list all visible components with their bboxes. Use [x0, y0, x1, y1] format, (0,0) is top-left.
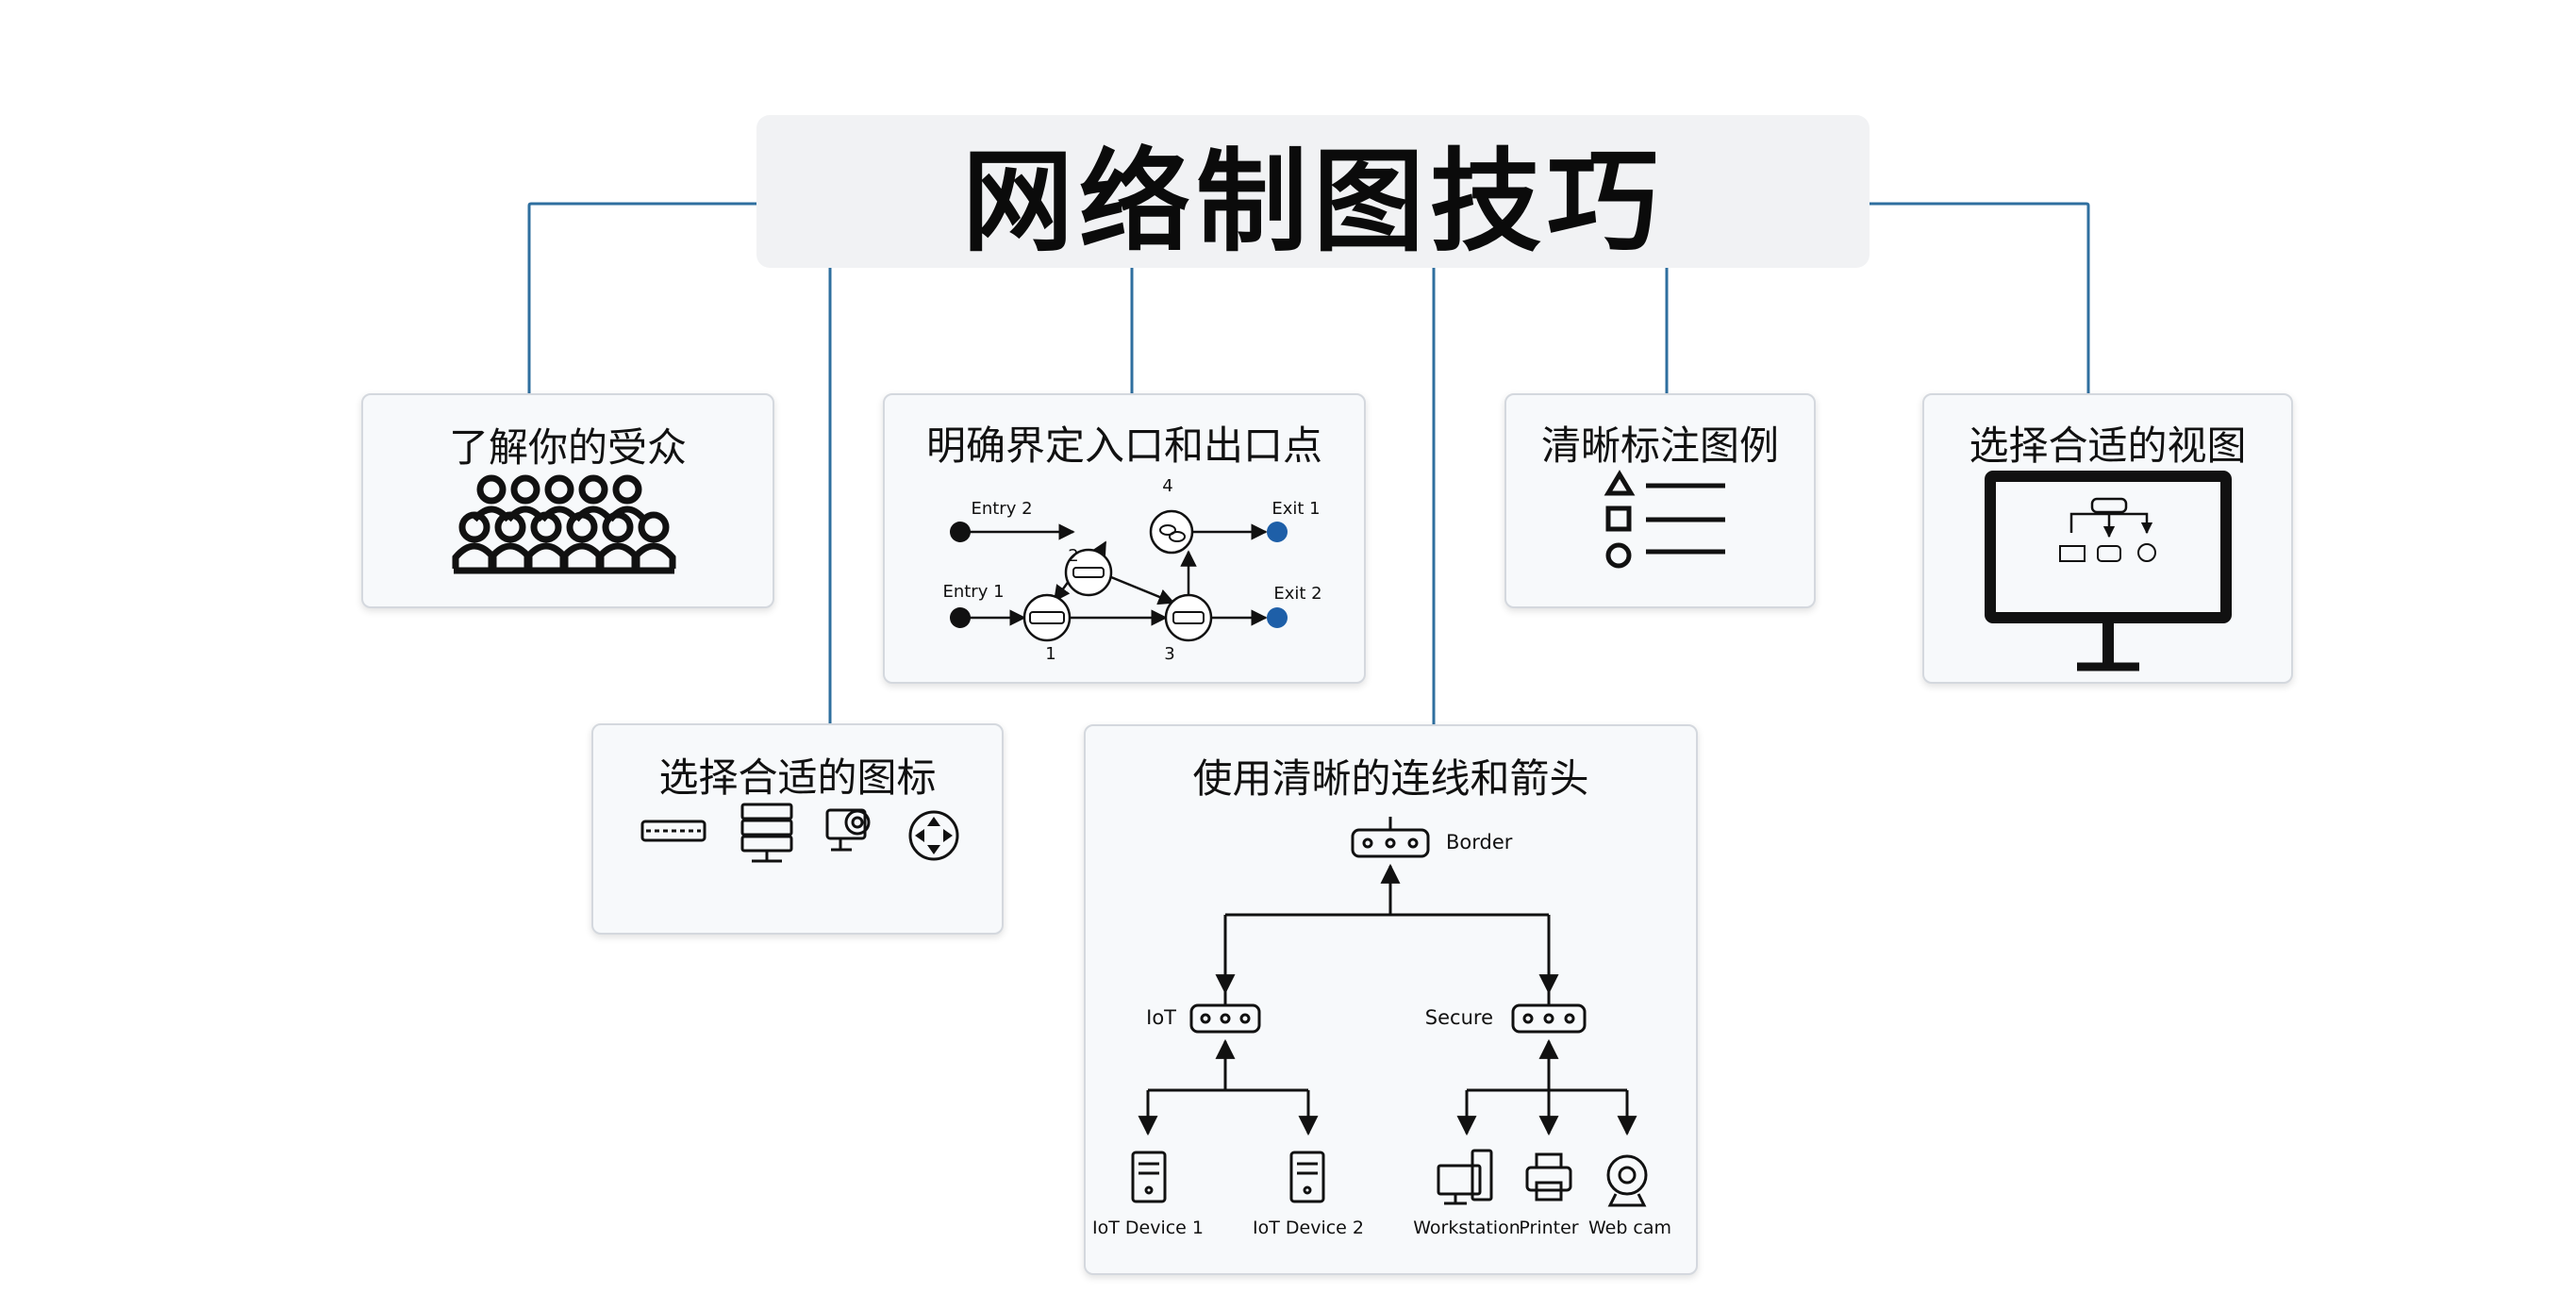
card-audience-title: 了解你的受众	[448, 424, 687, 471]
card-connections-title: 使用清晰的连线和箭头	[1192, 755, 1589, 802]
label-node1: 1	[1045, 644, 1055, 664]
label-node4: 4	[1162, 476, 1172, 496]
switch-node-2	[1064, 548, 1113, 597]
page-title: 网络制图技巧	[961, 136, 1664, 267]
workstation-icon	[1437, 1149, 1493, 1205]
card-icons: 选择合适的图标	[591, 723, 1004, 935]
label-webcam: Web cam	[1588, 1218, 1671, 1238]
label-border: Border	[1446, 831, 1513, 853]
label-iot: IoT	[1146, 1006, 1176, 1029]
label-exit2: Exit 2	[1273, 584, 1321, 604]
webcam-icon	[1606, 1154, 1648, 1207]
label-node2: 2	[1068, 546, 1078, 566]
label-exit1: Exit 1	[1271, 499, 1320, 519]
exit1-node	[1267, 522, 1288, 542]
title-box: 网络制图技巧	[756, 115, 1870, 268]
card-icons-title: 选择合适的图标	[658, 754, 937, 801]
legend-icon	[1604, 470, 1725, 569]
entry-exit-diagram: Entry 2 Entry 1 Exit 1 Exit 2 4 2 1 3	[942, 476, 1321, 664]
label-printer: Printer	[1519, 1218, 1578, 1238]
label-secure: Secure	[1425, 1006, 1493, 1029]
camera-icon	[825, 808, 871, 852]
entry1-node	[950, 607, 971, 628]
connector-audience	[527, 202, 756, 393]
border-router-icon	[1351, 817, 1430, 858]
card-view-title: 选择合适的视图	[1969, 423, 2247, 469]
router-node-4	[1149, 509, 1194, 555]
label-entry2: Entry 2	[971, 499, 1032, 519]
icon-row	[640, 803, 959, 863]
card-view: 选择合适的视图	[1922, 393, 2293, 684]
iot-device-1-icon	[1131, 1151, 1167, 1203]
label-iot-device1: IoT Device 1	[1092, 1218, 1204, 1238]
label-node3: 3	[1164, 644, 1174, 664]
entry2-node	[950, 522, 971, 542]
switch-node-1	[1022, 593, 1072, 642]
router-icon	[908, 810, 959, 861]
label-entry1: Entry 1	[942, 582, 1004, 602]
audience-group-icon	[452, 474, 676, 574]
label-workstation: Workstation	[1413, 1218, 1521, 1238]
card-connections: 使用清晰的连线和箭头 Border IoT	[1084, 724, 1698, 1275]
switch-node-3	[1164, 593, 1213, 642]
connections-diagram: Border IoT Secure	[1092, 817, 1671, 1238]
label-iot-device2: IoT Device 2	[1253, 1218, 1364, 1238]
printer-icon	[1525, 1152, 1572, 1201]
card-audience: 了解你的受众	[361, 393, 774, 608]
exit2-node	[1267, 607, 1288, 628]
server-icon	[740, 803, 793, 863]
iot-device-2-icon	[1289, 1151, 1325, 1203]
card-entry-exit: 明确界定入口和出口点	[883, 393, 1366, 684]
monitor-icon	[1985, 471, 2232, 671]
secure-router-icon	[1511, 992, 1587, 1034]
card-legend-title: 清晰标注图例	[1540, 423, 1779, 469]
switch-icon	[640, 820, 706, 842]
card-entry-exit-title: 明确界定入口和出口点	[925, 423, 1322, 469]
card-legend: 清晰标注图例	[1504, 393, 1816, 608]
iot-router-icon	[1189, 992, 1261, 1034]
connector-view	[1870, 202, 2090, 393]
